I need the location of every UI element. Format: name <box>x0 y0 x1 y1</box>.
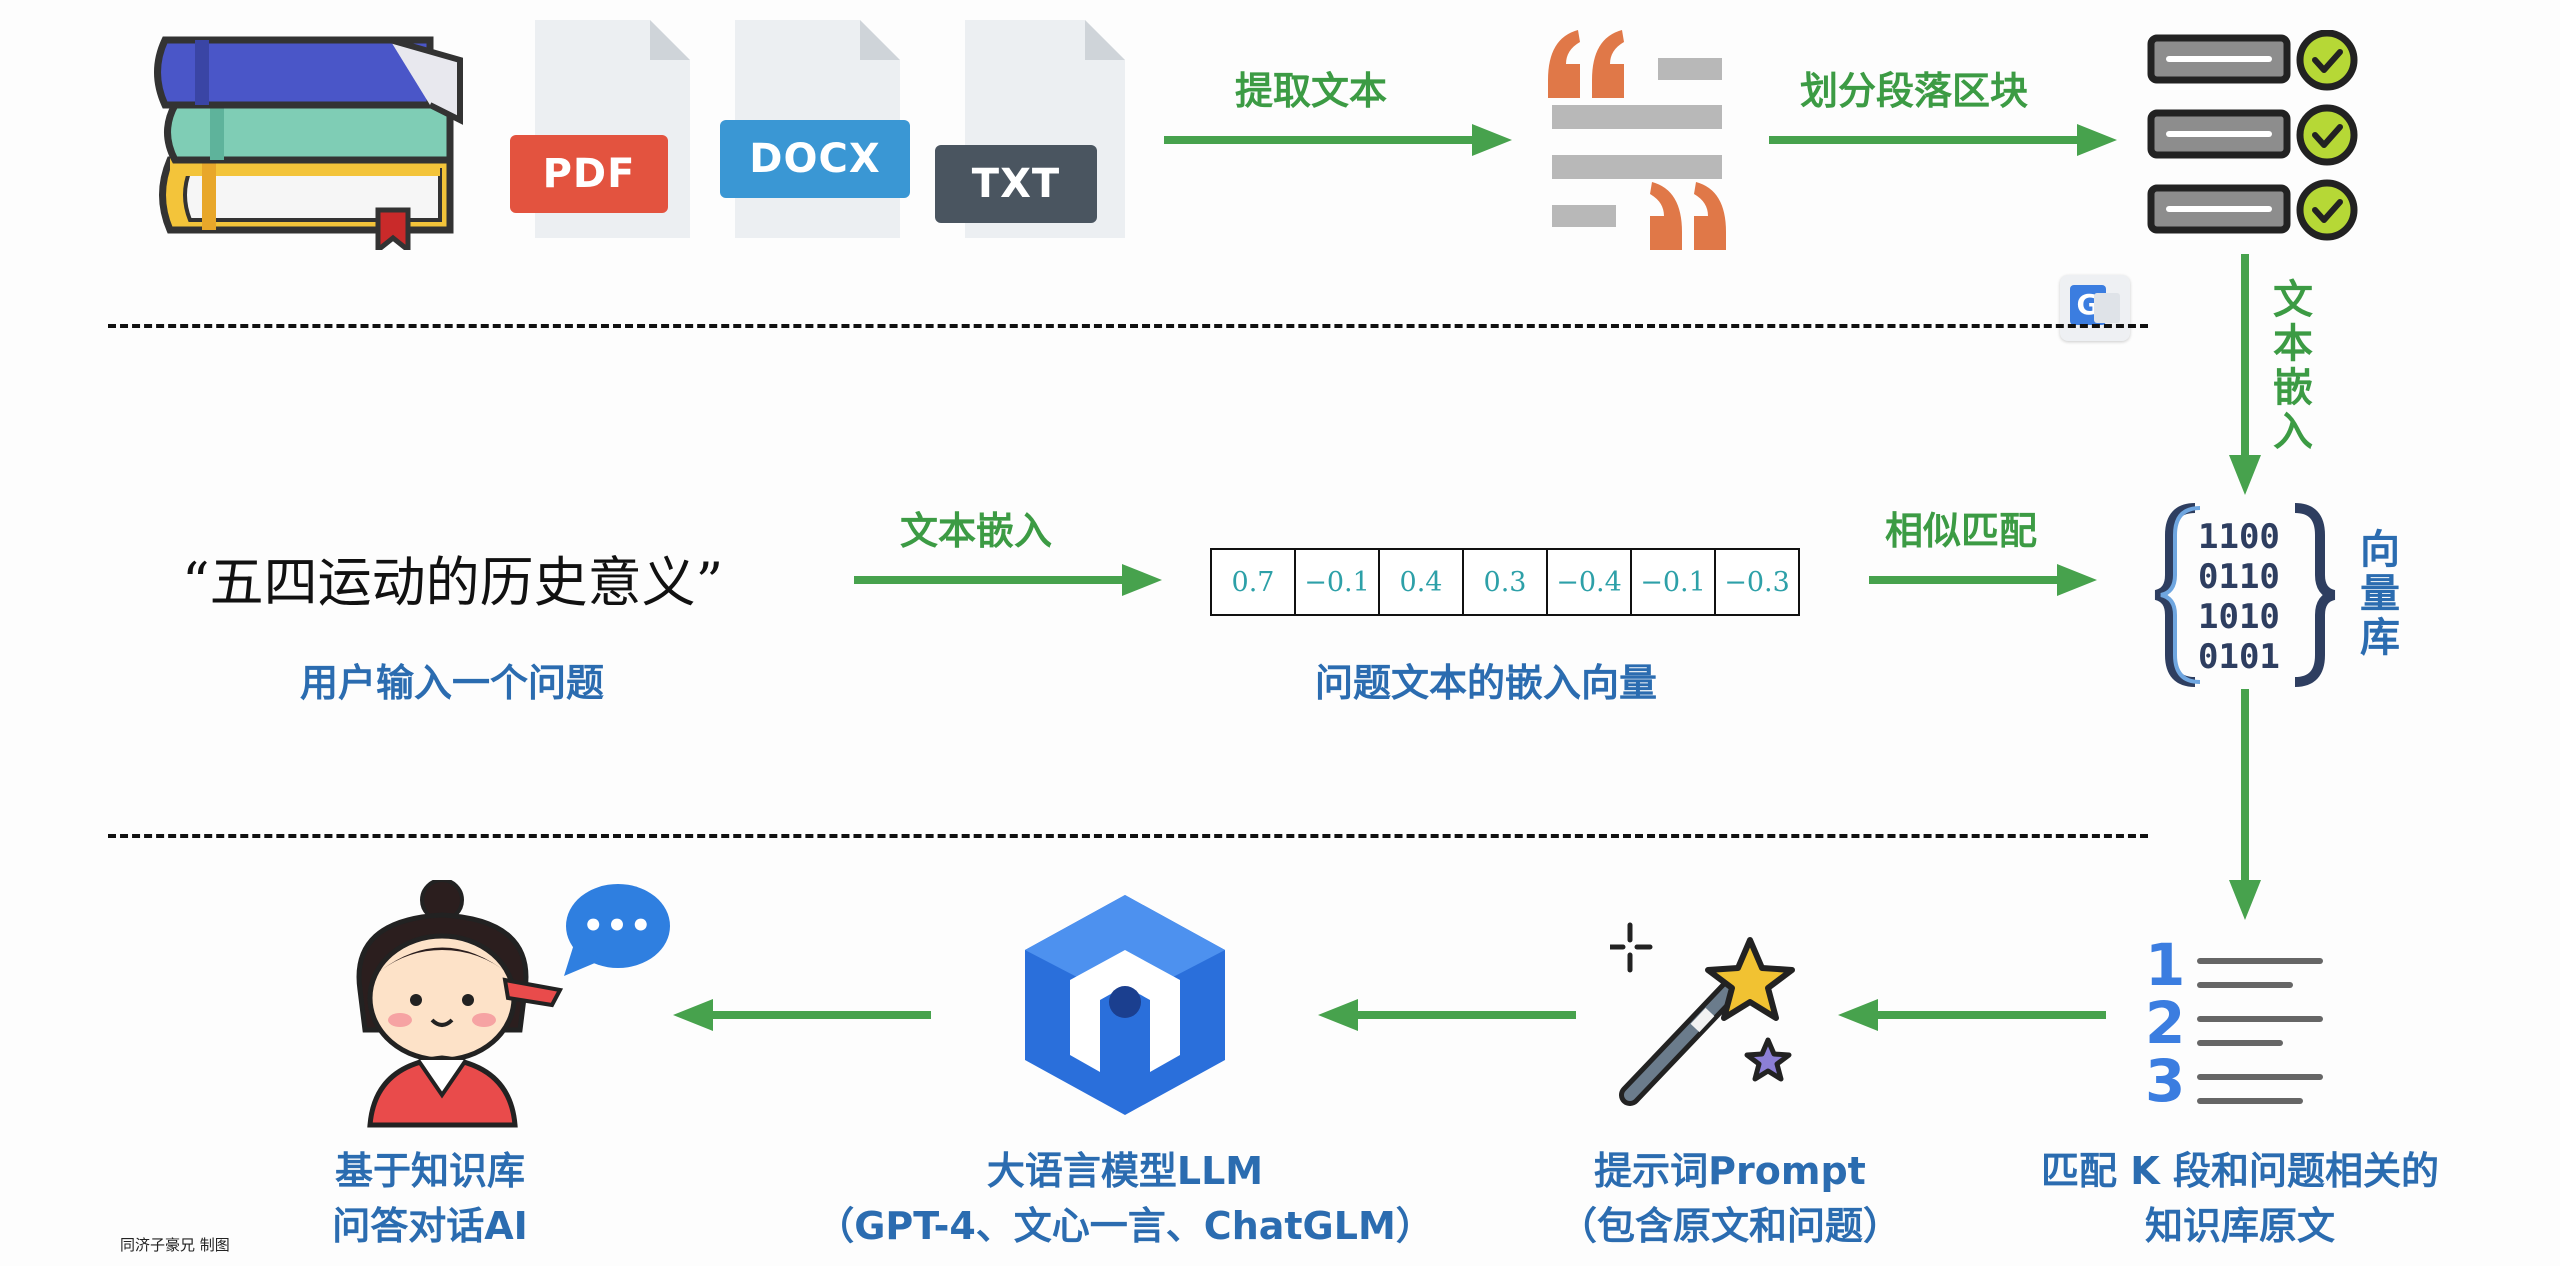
arrow-down-icon <box>2229 254 2261 495</box>
ai-caption-line2: 问答对话AI <box>332 1204 528 1248</box>
vchar: 库 <box>2360 615 2400 661</box>
vector-cell: −0.3 <box>1714 548 1800 616</box>
numbered-list-icon: 1 2 3 <box>2140 935 2340 1115</box>
vchar: 本 <box>2273 321 2313 367</box>
docx-file-icon: DOCX <box>720 20 910 238</box>
credit-text: 同济子豪兄 制图 <box>120 1236 230 1254</box>
arrow-right-icon <box>1164 124 1512 156</box>
arrow-right-icon <box>1869 564 2097 596</box>
llm-cube-icon <box>1025 895 1225 1115</box>
arrow-left-icon <box>1318 999 1576 1031</box>
books-icon <box>154 36 463 250</box>
quote-text-icon <box>1548 30 1726 250</box>
arrow-right-icon <box>854 564 1162 596</box>
ai-avatar-icon <box>356 880 564 1128</box>
user-query-text: “五四运动的历史意义” <box>182 551 724 614</box>
arrow-left-icon <box>673 999 931 1031</box>
vchar: 文 <box>2273 277 2313 323</box>
similar-match-label: 相似匹配 <box>1885 509 2038 553</box>
vector-cell: 0.7 <box>1210 548 1296 616</box>
arrow-left-icon <box>1838 999 2106 1031</box>
ai-caption-line1: 基于知识库 <box>334 1149 525 1193</box>
vchar: 入 <box>2273 409 2313 455</box>
prompt-caption-line2: （包含原文和问题） <box>1558 1204 1901 1248</box>
vchar: 向 <box>2360 527 2400 573</box>
split-blocks-label: 划分段落区块 <box>1800 69 2029 113</box>
separator-top <box>108 324 2148 328</box>
vector-cell: −0.1 <box>1294 548 1380 616</box>
vector-cell: 0.4 <box>1378 548 1464 616</box>
extract-text-label: 提取文本 <box>1235 69 1388 113</box>
vector-cell: −0.4 <box>1546 548 1632 616</box>
txt-file-icon: TXT <box>935 20 1125 238</box>
llm-caption-line1: 大语言模型LLM <box>986 1149 1264 1193</box>
arrow-down-icon <box>2229 689 2261 920</box>
svg-text:0110: 0110 <box>2198 557 2280 597</box>
vchar: 嵌 <box>2273 365 2313 411</box>
vector-database-icon: 1100 0110 1010 0101 <box>2154 503 2336 687</box>
vector-cell: −0.1 <box>1630 548 1716 616</box>
list-number: 2 <box>2145 989 2186 1057</box>
text-embed-label: 文本嵌入 <box>900 509 1053 553</box>
svg-text:1010: 1010 <box>2198 597 2280 637</box>
list-number: 3 <box>2145 1047 2186 1115</box>
llm-caption-line2: （GPT-4、文心一言、ChatGLM） <box>816 1204 1434 1248</box>
svg-text:0101: 0101 <box>2198 637 2280 677</box>
vchar: 量 <box>2360 571 2400 617</box>
chat-dots: ••• <box>582 906 654 946</box>
prompt-caption-line1: 提示词Prompt <box>1594 1149 1866 1193</box>
chat-bubble-icon: ••• <box>560 882 672 978</box>
text-embed-vertical-label: 文 本 嵌 入 <box>2268 278 2318 454</box>
match-caption-line1: 匹配 K 段和问题相关的 <box>2041 1149 2439 1193</box>
vector-cell: 0.3 <box>1462 548 1548 616</box>
checklist-blocks-icon <box>2147 30 2358 241</box>
arrow-right-icon <box>1769 124 2117 156</box>
svg-text:1100: 1100 <box>2198 517 2280 557</box>
txt-badge: TXT <box>935 145 1097 223</box>
embedding-vector: 0.7 −0.1 0.4 0.3 −0.4 −0.1 −0.3 <box>1210 548 1800 616</box>
docx-badge: DOCX <box>720 120 910 198</box>
vector-db-vertical-label: 向 量 库 <box>2355 528 2405 660</box>
list-number: 1 <box>2145 931 2186 999</box>
separator-bottom <box>108 834 2148 838</box>
user-query-caption: 用户输入一个问题 <box>300 661 605 705</box>
magic-wand-icon <box>1610 922 1795 1106</box>
pdf-badge: PDF <box>510 135 668 213</box>
match-caption-line2: 知识库原文 <box>2144 1204 2335 1248</box>
pdf-file-icon: PDF <box>510 20 690 238</box>
translate-icon[interactable]: G <box>2060 275 2130 341</box>
vector-caption: 问题文本的嵌入向量 <box>1315 661 1658 705</box>
translate-doc-icon <box>2094 293 2120 323</box>
